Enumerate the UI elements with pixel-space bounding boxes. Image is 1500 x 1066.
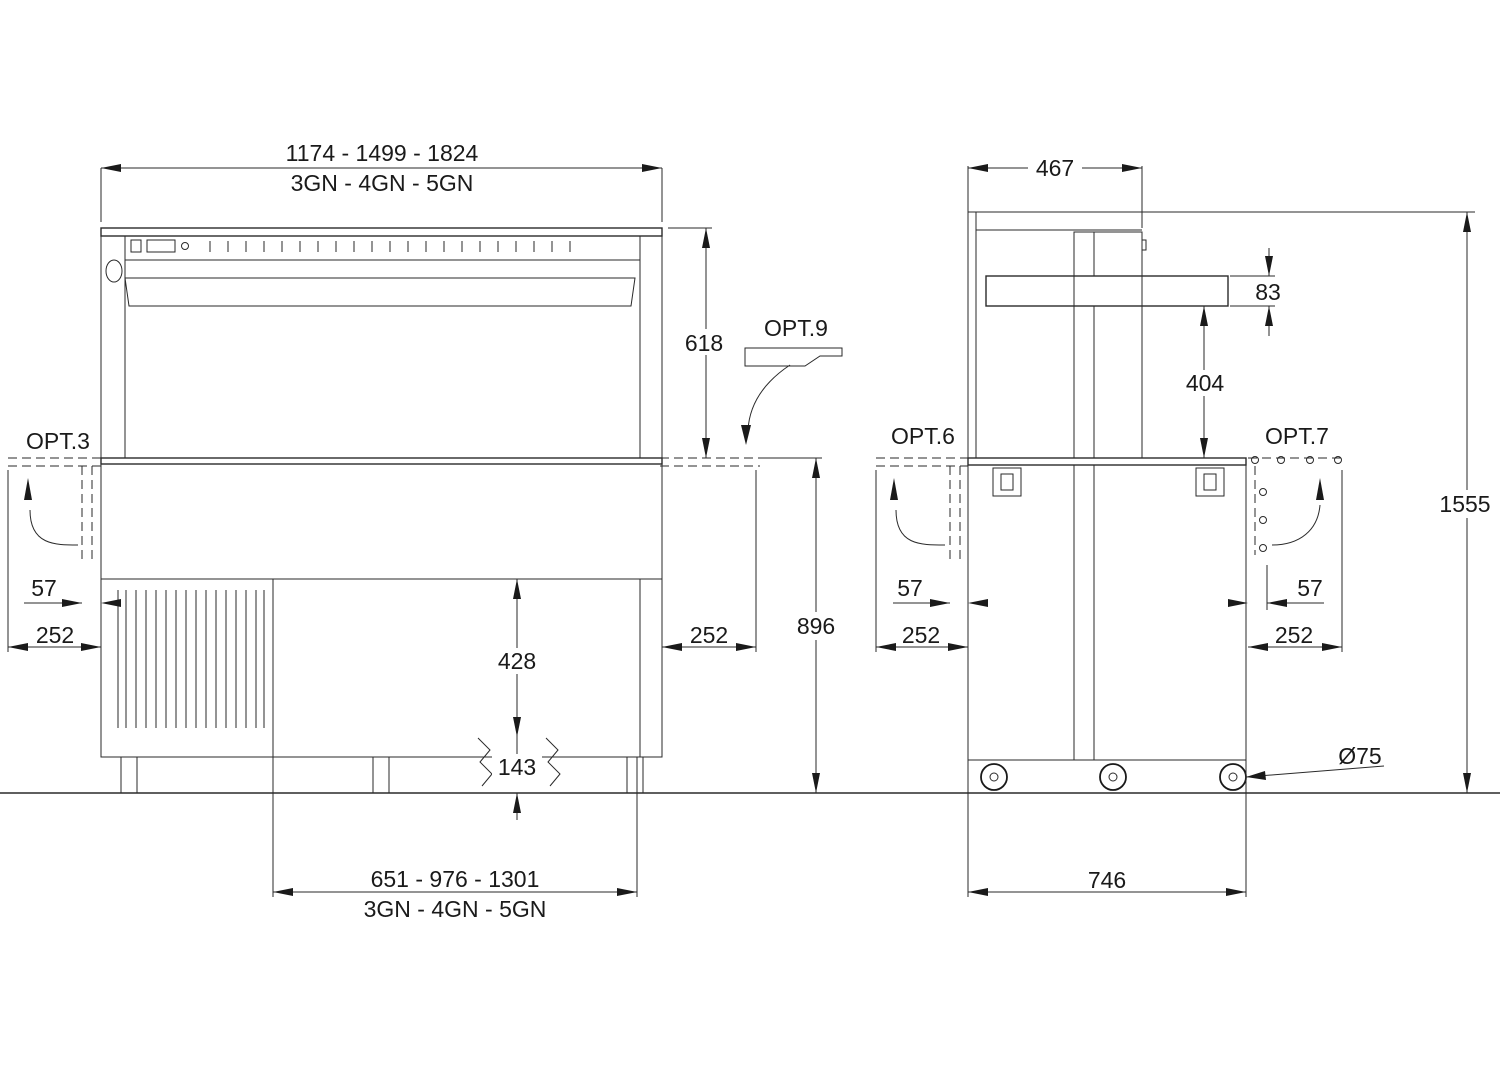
front-thermostat <box>146 239 176 253</box>
front-view <box>8 227 843 794</box>
opt9-shelf <box>660 347 843 467</box>
front-vent-slots <box>209 241 571 252</box>
label-opt3: OPT.3 <box>26 428 90 454</box>
front-leg-1 <box>120 756 138 794</box>
label-opt7: OPT.7 <box>1265 423 1329 449</box>
opt6-shelf <box>876 457 968 560</box>
label-canopy-height: 618 <box>685 330 723 356</box>
label-castor-diameter: Ø75 <box>1338 743 1381 769</box>
side-shelf <box>985 275 1229 307</box>
side-clamp-left <box>992 467 1022 497</box>
label-counter-height: 896 <box>797 613 835 639</box>
side-dimensions <box>875 164 1475 897</box>
label-left-offset: 57 <box>31 575 57 601</box>
opt3-shelf <box>8 457 101 560</box>
side-center-post <box>1073 464 1095 761</box>
front-labels: 1174 - 1499 - 1824 3GN - 4GN - 5GN 618 8… <box>26 140 842 922</box>
label-shelf-clearance: 404 <box>1186 370 1225 396</box>
label-leg-height: 143 <box>498 754 536 780</box>
front-left-post <box>100 235 126 459</box>
label-top-depth: 467 <box>1036 155 1074 181</box>
side-column-knob <box>1141 239 1147 251</box>
label-side-right-depth: 252 <box>1275 622 1313 648</box>
side-labels: 467 1555 83 404 OPT.6 OPT.7 57 57 252 25… <box>891 154 1496 893</box>
front-leg-3 <box>626 756 644 794</box>
label-shelf-thickness: 83 <box>1255 279 1281 305</box>
side-view <box>876 211 1342 791</box>
label-overall-width-gn: 3GN - 4GN - 5GN <box>291 170 474 196</box>
label-side-right-offset: 57 <box>1297 575 1323 601</box>
label-side-left-offset: 57 <box>897 575 923 601</box>
front-lower-cabinet <box>100 578 663 758</box>
front-indicator-light <box>181 242 189 250</box>
label-left-shelf-depth: 252 <box>36 622 74 648</box>
opt7-shelf <box>1248 456 1342 555</box>
front-logo-badge <box>105 259 123 283</box>
side-worktop <box>967 457 1247 466</box>
side-body <box>967 464 1247 761</box>
front-right-post <box>639 235 663 459</box>
front-canopy-top <box>100 227 663 237</box>
side-castors <box>980 763 1247 791</box>
front-leg-2 <box>372 756 390 794</box>
label-cabinet-width: 651 - 976 - 1301 <box>371 866 540 892</box>
label-right-shelf-depth: 252 <box>690 622 728 648</box>
label-opt6: OPT.6 <box>891 423 955 449</box>
front-dimensions <box>7 164 822 897</box>
label-opt9: OPT.9 <box>764 315 828 341</box>
label-cabinet-height: 428 <box>498 648 536 674</box>
side-clamp-right <box>1195 467 1225 497</box>
label-overall-height: 1555 <box>1439 491 1490 517</box>
label-cabinet-width-gn: 3GN - 4GN - 5GN <box>364 896 547 922</box>
front-well-body <box>100 463 663 580</box>
front-worktop <box>100 457 663 465</box>
label-base-depth: 746 <box>1088 867 1126 893</box>
label-side-left-depth: 252 <box>902 622 940 648</box>
front-louvre-grille <box>117 590 265 728</box>
front-lamp-bar <box>124 277 636 307</box>
label-overall-width: 1174 - 1499 - 1824 <box>286 140 479 166</box>
side-column <box>1073 231 1143 459</box>
front-switch <box>130 239 142 253</box>
